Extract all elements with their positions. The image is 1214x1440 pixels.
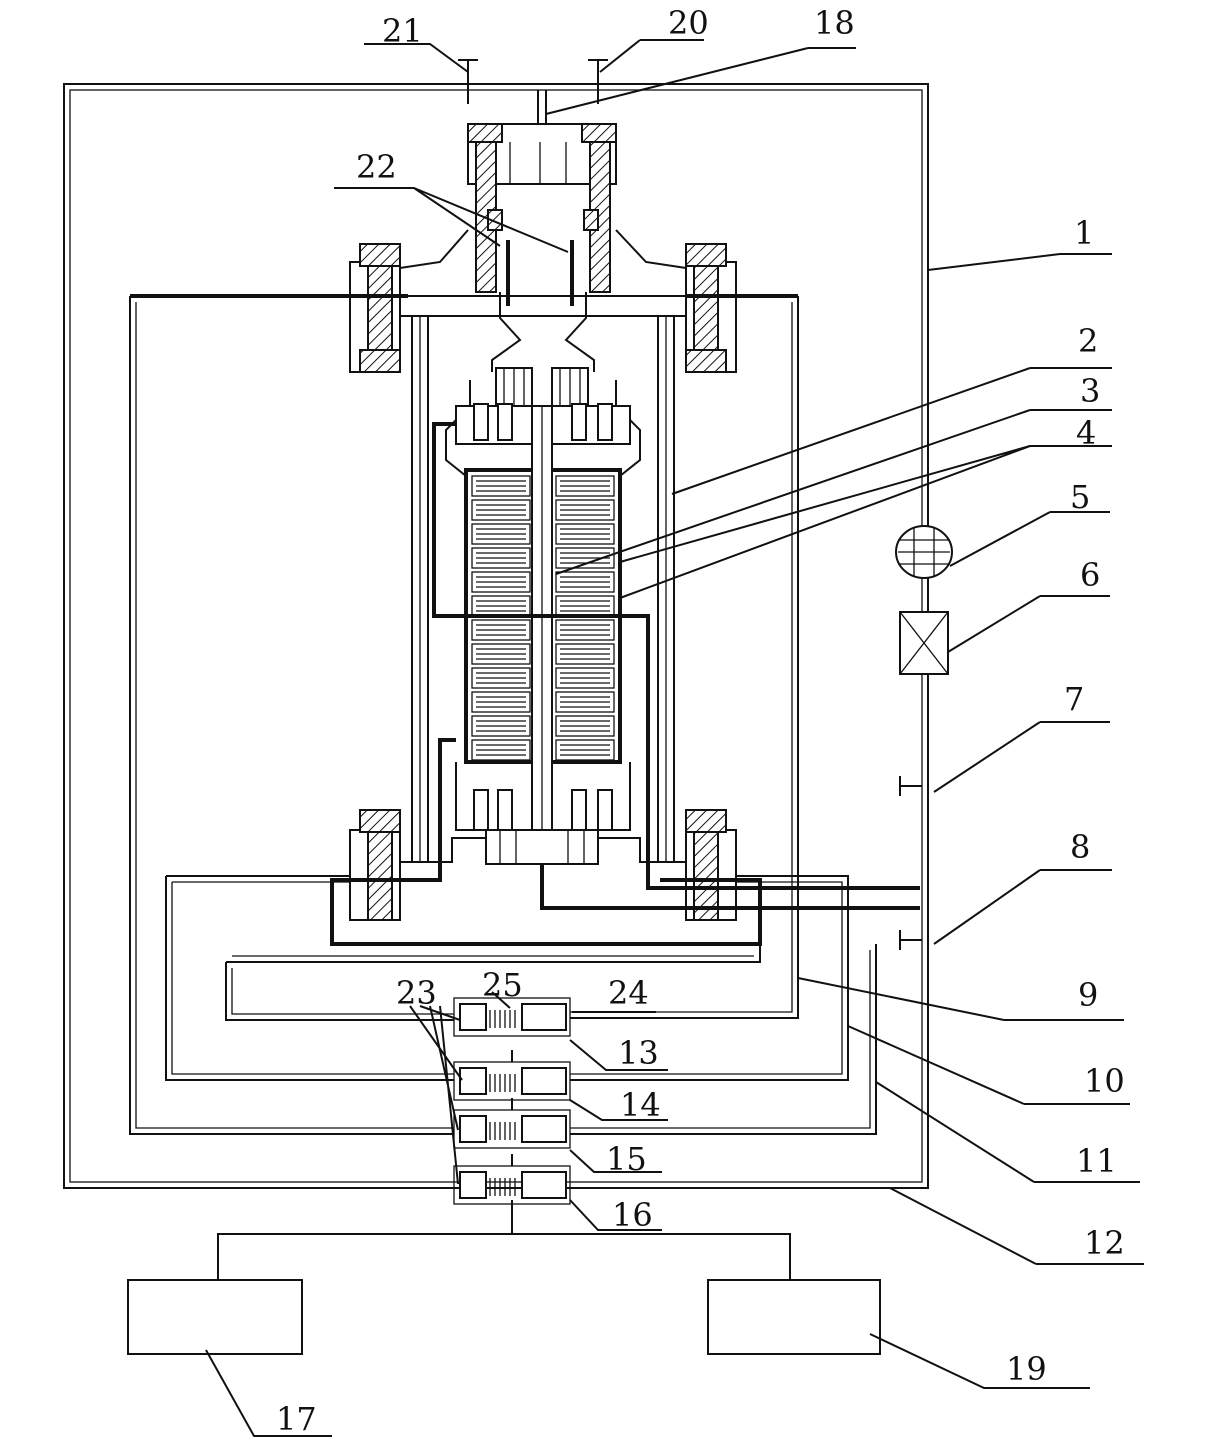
core-disc (555, 691, 615, 713)
upper-head-flange (399, 123, 687, 372)
side-instruments (895, 525, 953, 950)
core-holder-top (445, 367, 641, 477)
pump-motor (459, 1115, 487, 1143)
label-24: 24 (608, 974, 649, 1012)
core-disc (555, 571, 615, 593)
core-disc (555, 643, 615, 665)
core-disc (555, 667, 615, 689)
label-22: 22 (356, 148, 397, 186)
label-17: 17 (276, 1400, 317, 1438)
vessel-flanges (349, 243, 737, 373)
label-18: 18 (814, 4, 855, 42)
leader-lines (205, 39, 1144, 1437)
inner-flow-lines (130, 294, 920, 946)
core-disc (471, 619, 531, 641)
core-sample-stack (464, 405, 622, 833)
label-14: 14 (620, 1086, 661, 1124)
core-disc (555, 475, 615, 497)
pump-units (453, 997, 571, 1205)
core-disc (471, 547, 531, 569)
label-19: 19 (1006, 1350, 1047, 1388)
core-disc (555, 739, 615, 761)
label-6: 6 (1080, 556, 1100, 594)
core-disc (471, 643, 531, 665)
vessel-wall (411, 316, 675, 862)
core-disc (471, 667, 531, 689)
core-disc (555, 523, 615, 545)
label-21: 21 (382, 12, 423, 50)
pump-head (521, 1115, 567, 1143)
label-11: 11 (1076, 1142, 1117, 1180)
label-20: 20 (668, 4, 709, 42)
label-1: 1 (1074, 214, 1094, 252)
pump-motor (459, 1067, 487, 1095)
top-valves (458, 59, 608, 124)
core-disc (471, 475, 531, 497)
pump-head (521, 1067, 567, 1095)
pump-head (521, 1003, 567, 1031)
label-10: 10 (1084, 1062, 1125, 1100)
label-9: 9 (1078, 976, 1098, 1014)
core-disc (471, 739, 531, 761)
core-disc (471, 523, 531, 545)
label-16: 16 (612, 1196, 653, 1234)
core-disc (471, 499, 531, 521)
core-disc (471, 691, 531, 713)
core-disc (555, 715, 615, 737)
core-disc (555, 547, 615, 569)
label-12: 12 (1084, 1224, 1125, 1262)
piping-loops (129, 296, 877, 1135)
core-disc (555, 619, 615, 641)
controller-leads (217, 1200, 791, 1280)
pump-head (521, 1171, 567, 1199)
label-2: 2 (1078, 322, 1098, 360)
label-4: 4 (1076, 414, 1096, 452)
part-labels: 21 20 18 22 1 2 3 4 5 6 7 8 9 10 11 12 1… (276, 4, 1125, 1438)
label-5: 5 (1070, 478, 1090, 516)
core-disc (471, 571, 531, 593)
label-3: 3 (1080, 372, 1100, 410)
label-25: 25 (482, 966, 523, 1004)
label-23: 23 (396, 974, 437, 1012)
core-disc (471, 715, 531, 737)
controller-box-19 (707, 1279, 881, 1355)
controller-box-17 (127, 1279, 303, 1355)
core-holder-bottom (455, 762, 631, 865)
pump-motor (459, 1171, 487, 1199)
label-8: 8 (1070, 828, 1090, 866)
core-disc (555, 499, 615, 521)
label-13: 13 (618, 1034, 659, 1072)
label-15: 15 (606, 1140, 647, 1178)
label-7: 7 (1064, 680, 1084, 718)
pump-motor (459, 1003, 487, 1031)
